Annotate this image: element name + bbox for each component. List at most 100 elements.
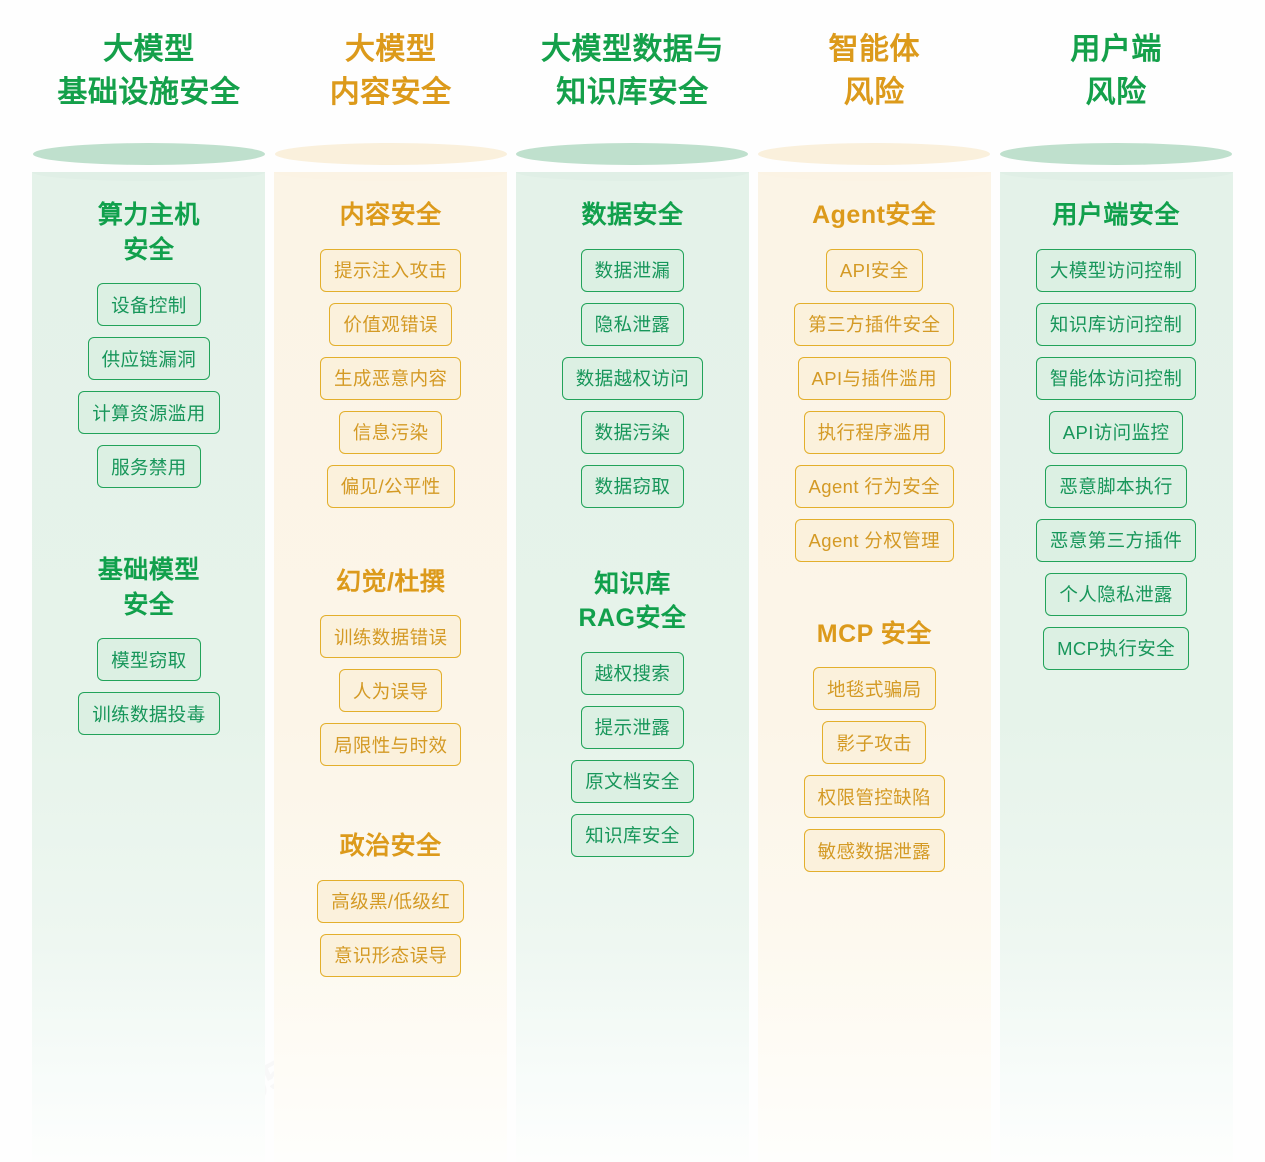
group-title-line: 数据安全 (581, 201, 684, 229)
group-title-line: 知识库 (594, 569, 671, 598)
column-header-line: 大模型数据与 (540, 32, 724, 66)
group-title-line: 幻觉/杜撰 (335, 567, 446, 596)
column-header-line: 大模型 (344, 32, 437, 66)
risk-chip[interactable]: 训练数据错误 (319, 615, 462, 658)
risk-chip[interactable]: API访问监控 (1048, 410, 1184, 454)
column-header-line: 知识库安全 (556, 75, 709, 109)
cylinder-body-agent-risk: Agent安全 API安全第三方插件安全 API与插件滥用执行程序滥用 Agent 行… (757, 172, 991, 1162)
cylinder-body-client-side-risk: 用户端安全大模型访问控制知识库访问控制智能体访问控制 API访问监控恶意脚本执行恶… (999, 172, 1233, 1162)
risk-chip[interactable]: 生成恶意内容 (319, 356, 462, 400)
cylinder-top-llm-data-and-kb-security (516, 143, 749, 165)
risk-chip[interactable]: 知识库安全 (571, 813, 694, 857)
risk-chip[interactable]: 偏见/公平性 (326, 464, 455, 508)
column-header-line: 用户端 (1070, 32, 1162, 66)
column-llm-infrastructure-security: 大模型基础设施安全算力主机安全设备控制供应链漏洞计算资源滥用服务禁用基础模型安全… (28, 0, 270, 1162)
risk-chip[interactable]: MCP执行安全 (1043, 626, 1190, 670)
column-header-line: 大模型 (103, 32, 195, 66)
group-title-line: 安全 (123, 590, 175, 619)
risk-chip[interactable]: 数据污染 (580, 410, 685, 454)
group-title-client-security: 用户端安全 (1052, 198, 1180, 233)
risk-chip[interactable]: 计算资源滥用 (78, 391, 220, 434)
column-header-agent-risk: 智能体风险 (829, 0, 921, 143)
risk-chip[interactable]: 训练数据投毒 (78, 692, 220, 735)
risk-chip[interactable]: 大模型访问控制 (1035, 248, 1197, 292)
group-political-security: 政治安全高级黑/低级红意识形态误导 (274, 829, 507, 988)
column-header-line: 内容安全 (329, 75, 452, 109)
risk-chip[interactable]: 敏感数据泄露 (803, 829, 945, 872)
cylinder-top-llm-infrastructure-security (32, 143, 265, 165)
group-foundation-model-security: 基础模型安全模型窃取训练数据投毒 (32, 553, 265, 746)
group-title-foundation-model-security: 基础模型安全 (98, 553, 200, 622)
column-llm-data-and-kb-security: 大模型数据与知识库安全数据安全数据泄漏隐私泄露数据越权访问数据污染数据窃取知识库… (512, 0, 754, 1162)
risk-chip[interactable]: 原文档安全 (571, 759, 694, 803)
column-client-side-risk: 用户端风险用户端安全大模型访问控制知识库访问控制智能体访问控制 API访问监控恶意… (995, 0, 1237, 1162)
group-title-line: 内容安全 (339, 201, 442, 229)
cylinder-top-client-side-risk (1000, 143, 1233, 165)
group-agent-security: Agent安全 API安全第三方插件安全 API与插件滥用执行程序滥用 Agent 行… (758, 198, 991, 573)
group-title-hallucination-fabrication: 幻觉/杜撰 (336, 565, 445, 600)
cylinder-top-agent-risk (758, 143, 991, 165)
column-llm-content-security: 大模型内容安全内容安全提示注入攻击价值观错误生成恶意内容信息污染偏见/公平性幻觉… (270, 0, 512, 1162)
group-title-line: MCP 安全 (816, 619, 932, 648)
risk-chip[interactable]: Agent 分权管理 (794, 518, 955, 562)
group-data-security: 数据安全数据泄漏隐私泄露数据越权访问数据污染数据窃取 (516, 198, 749, 519)
group-title-line: RAG安全 (578, 604, 687, 632)
group-title-line: 安全 (123, 235, 175, 264)
risk-chip[interactable]: 高级黑/低级红 (317, 879, 465, 923)
risk-chip[interactable]: 局限性与时效 (319, 723, 462, 766)
group-title-content-security: 内容安全 (340, 198, 442, 233)
risk-chip[interactable]: 越权搜索 (580, 651, 685, 695)
group-content-security: 内容安全提示注入攻击价值观错误生成恶意内容信息污染偏见/公平性 (274, 198, 507, 519)
risk-chip[interactable]: 服务禁用 (97, 445, 201, 488)
risk-chip[interactable]: 提示注入攻击 (319, 248, 462, 292)
group-title-line: 用户端安全 (1052, 201, 1180, 229)
risk-chip[interactable]: 人为误导 (338, 669, 443, 712)
risk-chip[interactable]: 隐私泄露 (580, 302, 685, 346)
risk-chip[interactable]: 权限管控缺陷 (803, 775, 945, 818)
risk-chip[interactable]: API与插件滥用 (797, 356, 952, 400)
group-mcp-security: MCP 安全地毯式骗局影子攻击权限管控缺陷敏感数据泄露 (758, 617, 991, 884)
risk-chip[interactable]: Agent 行为安全 (794, 464, 955, 508)
cylinder-top-llm-content-security (274, 143, 507, 165)
column-header-line: 智能体 (828, 32, 921, 66)
group-title-line: 政治安全 (339, 832, 442, 860)
group-title-data-security: 数据安全 (581, 198, 683, 233)
cylinder-body-llm-content-security: 内容安全提示注入攻击价值观错误生成恶意内容信息污染偏见/公平性幻觉/杜撰训练数据… (274, 172, 508, 1162)
cylinder-body-llm-infrastructure-security: 算力主机安全设备控制供应链漏洞计算资源滥用服务禁用基础模型安全模型窃取训练数据投… (32, 172, 266, 1162)
risk-chip[interactable]: 数据泄漏 (580, 248, 685, 292)
risk-chip[interactable]: 恶意脚本执行 (1045, 464, 1187, 508)
risk-chip[interactable]: 个人隐私泄露 (1045, 572, 1187, 616)
risk-chip[interactable]: 智能体访问控制 (1035, 356, 1197, 400)
risk-chip[interactable]: 数据窃取 (580, 464, 685, 508)
risk-chip[interactable]: 提示泄露 (580, 705, 685, 749)
group-client-security: 用户端安全大模型访问控制知识库访问控制智能体访问控制 API访问监控恶意脚本执行恶… (1000, 198, 1233, 681)
risk-chip[interactable]: 执行程序滥用 (803, 410, 945, 454)
risk-chip[interactable]: API安全 (825, 248, 923, 292)
risk-chip[interactable]: 设备控制 (97, 283, 201, 326)
group-title-knowledge-base-rag-security: 知识库 RAG安全 (578, 567, 686, 636)
column-header-line: 风险 (1085, 75, 1147, 109)
group-title-mcp-security: MCP 安全 (817, 617, 932, 652)
risk-chip[interactable]: 知识库访问控制 (1035, 302, 1197, 346)
risk-chip[interactable]: 地毯式骗局 (813, 667, 936, 710)
risk-chip[interactable]: 第三方插件安全 (794, 302, 955, 346)
column-header-llm-data-and-kb-security: 大模型数据与知识库安全 (541, 0, 724, 143)
risk-chip[interactable]: 数据越权访问 (561, 356, 704, 400)
column-header-line: 基础设施安全 (57, 75, 241, 109)
risk-chip[interactable]: 意识形态误导 (319, 933, 462, 977)
column-header-client-side-risk: 用户端风险 (1070, 0, 1162, 143)
group-title-agent-security: Agent安全 (812, 198, 936, 233)
risk-chip[interactable]: 供应链漏洞 (87, 337, 211, 380)
risk-chip[interactable]: 模型窃取 (97, 638, 201, 681)
group-compute-host-security: 算力主机安全设备控制供应链漏洞计算资源滥用服务禁用 (32, 198, 265, 499)
group-title-political-security: 政治安全 (340, 829, 442, 864)
risk-chip[interactable]: 影子攻击 (822, 721, 927, 764)
group-knowledge-base-rag-security: 知识库 RAG安全越权搜索提示泄露原文档安全知识库安全 (516, 567, 749, 868)
group-hallucination-fabrication: 幻觉/杜撰训练数据错误人为误导局限性与时效 (274, 565, 507, 778)
column-header-llm-content-security: 大模型内容安全 (330, 0, 452, 143)
risk-chip[interactable]: 恶意第三方插件 (1035, 518, 1197, 562)
risk-chip[interactable]: 价值观错误 (329, 302, 452, 346)
risk-chip[interactable]: 信息污染 (338, 410, 443, 454)
